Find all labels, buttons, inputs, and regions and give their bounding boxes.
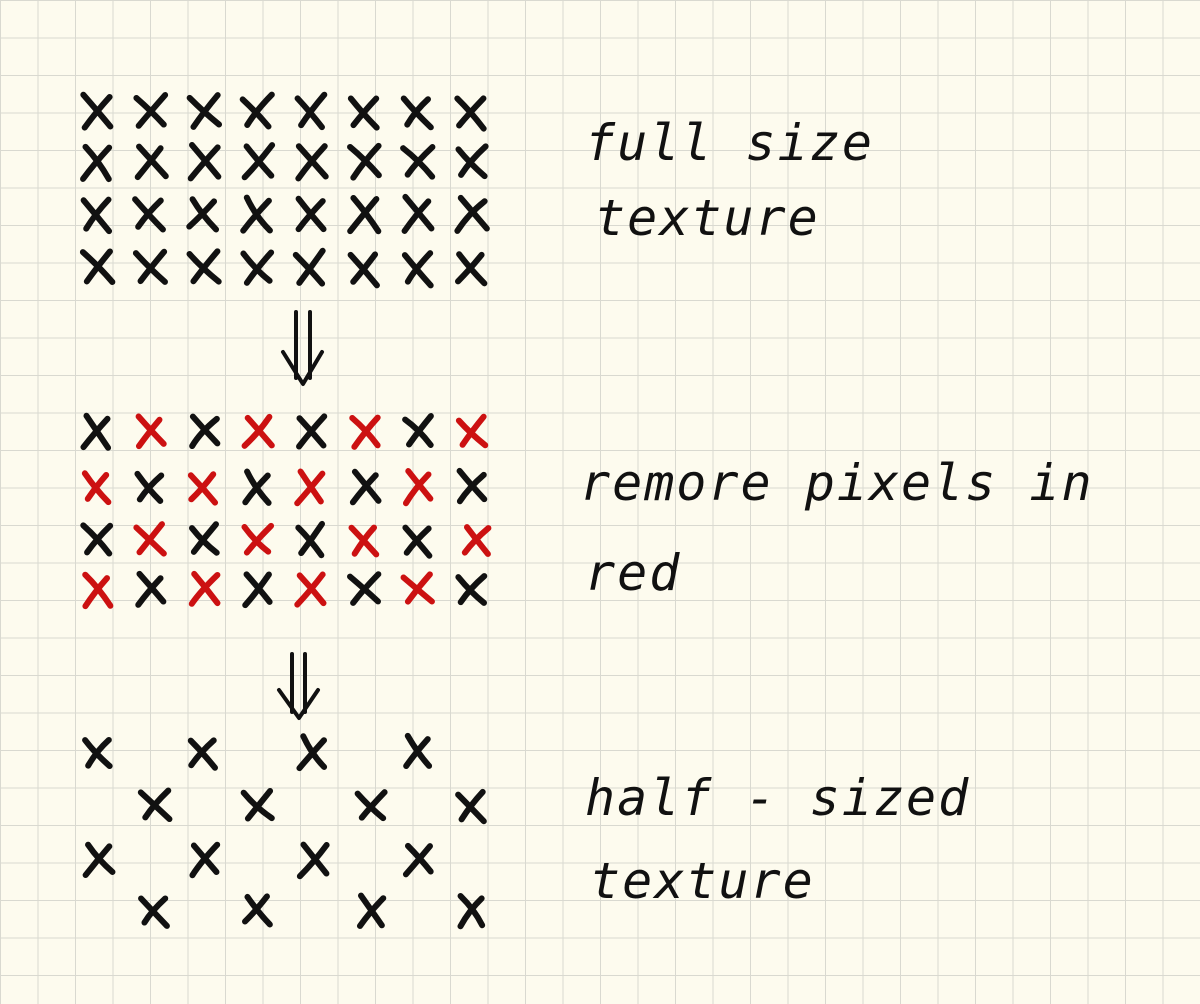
x-mark [347,142,382,181]
x-mark [454,95,487,132]
texture-label-half: texture [590,852,815,910]
x-mark [354,789,388,822]
red-x-mark [461,524,492,557]
x-mark [402,524,433,559]
x-mark [356,892,387,929]
remove-pixels-label: remore pixels in [580,454,1094,512]
x-mark [347,251,380,289]
red-x-mark [294,571,327,608]
x-mark [82,736,113,770]
x-mark [132,248,168,285]
x-mark [295,143,329,182]
x-mark [240,194,273,234]
red-x-mark [187,471,219,506]
half-sized-texture-grid [82,732,487,930]
x-mark [241,142,276,181]
x-mark [402,842,434,878]
x-mark [188,521,220,556]
remove-pixels-grid [80,412,492,610]
x-mark [240,249,275,286]
x-mark [80,412,112,451]
x-mark [79,248,116,286]
x-mark [186,92,223,130]
full-size-texture-grid [79,91,490,289]
x-mark [295,195,327,233]
x-mark [82,841,116,879]
arrow-to-half-step [277,652,320,720]
red-label: red [585,544,681,602]
double-down-arrow-icon [277,652,320,720]
x-mark [242,571,273,609]
red-x-mark [135,413,167,450]
texture-label: texture [595,189,820,247]
x-mark [347,194,382,235]
x-mark [80,196,113,235]
x-mark [455,143,489,180]
x-mark [296,733,328,772]
x-mark [134,470,165,504]
x-mark [347,95,380,131]
full-size-label: full size [585,114,874,172]
x-mark [240,787,275,822]
x-mark [295,520,326,559]
red-x-mark [294,468,326,507]
x-mark [296,413,328,450]
x-mark [347,571,382,606]
x-mark [137,787,173,823]
x-mark [138,895,170,929]
x-mark [187,737,218,771]
arrow-to-remove-step [281,310,324,386]
x-mark [454,251,488,287]
red-x-mark [241,522,275,556]
red-x-mark [188,570,221,607]
x-mark [135,570,167,608]
x-mark [80,91,114,131]
x-mark [189,841,221,879]
x-mark [80,522,114,557]
x-mark [455,573,488,606]
red-x-mark [133,521,167,557]
x-mark [457,893,486,930]
half-sized-label: half - sized [585,769,970,827]
x-mark [400,95,434,131]
red-x-mark [400,571,435,605]
x-mark [80,143,113,183]
x-mark [294,91,328,131]
red-x-mark [455,413,489,449]
red-x-mark [241,413,275,449]
x-mark [134,143,169,181]
double-down-arrow-icon [281,310,324,386]
x-mark [133,92,169,129]
x-mark [296,841,330,880]
x-mark [456,467,488,505]
x-mark [349,468,382,506]
x-mark [400,144,436,180]
x-mark [239,91,275,130]
x-mark [242,468,272,506]
red-x-mark [348,524,380,558]
x-mark [187,142,222,182]
red-x-mark [82,571,114,610]
x-mark [401,193,435,234]
x-mark [402,413,434,449]
red-x-mark [349,414,381,450]
red-x-mark [402,468,434,507]
x-mark [186,248,222,285]
x-mark [241,893,273,928]
x-mark [401,250,434,289]
x-mark [403,732,433,769]
x-mark [189,413,221,450]
x-mark [454,194,490,234]
red-x-mark [81,470,112,506]
x-mark [292,247,326,287]
x-mark [455,788,487,825]
x-mark [186,196,220,233]
x-mark [132,196,166,233]
